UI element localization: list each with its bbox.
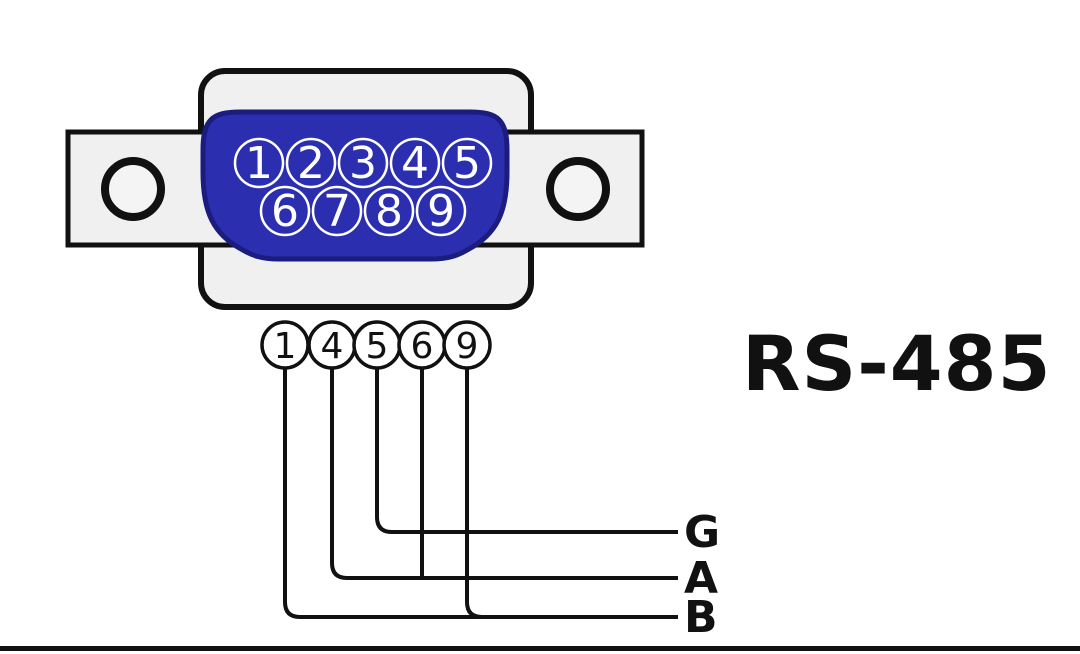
breakout-pin-number: 5 <box>366 326 389 367</box>
face-pin-number: 3 <box>349 138 377 189</box>
face-pin <box>337 137 389 189</box>
face-pin-number: 5 <box>453 138 481 189</box>
wire-pin9-to-B <box>465 368 483 619</box>
signal-label-b: B <box>684 592 718 643</box>
bottom-rule <box>0 646 1080 651</box>
face-pin <box>285 137 337 189</box>
face-pin-row-top: 1 2 3 4 5 <box>233 137 493 189</box>
screw-hole-right <box>546 157 610 221</box>
signal-label-a: A <box>684 553 718 604</box>
breakout-pin-number: 9 <box>456 326 479 367</box>
breakout-pin <box>442 320 492 370</box>
face-pin-row-bottom: 6 7 8 9 <box>259 185 467 237</box>
face-pin-number: 6 <box>271 186 299 237</box>
face-pin-number: 8 <box>375 186 403 237</box>
face-pin-number: 2 <box>297 138 325 189</box>
face-pin <box>441 137 493 189</box>
wire-group <box>283 368 678 619</box>
breakout-pin-number: 1 <box>274 326 297 367</box>
face-pin <box>363 185 415 237</box>
face-pin <box>389 137 441 189</box>
face-pin-number: 9 <box>427 186 455 237</box>
screw-hole-left <box>101 157 165 221</box>
page-title: RS-485 <box>742 319 1051 408</box>
face-pin <box>233 137 285 189</box>
wire-pin5-to-G <box>375 368 678 534</box>
face-pin <box>259 185 311 237</box>
face-pin-number: 4 <box>401 138 429 189</box>
wire-pin4-to-A <box>330 368 678 580</box>
face-pin-number: 1 <box>245 138 273 189</box>
signal-label-g: G <box>684 507 720 558</box>
breakout-pin-number: 4 <box>321 326 344 367</box>
breakout-pin-number: 6 <box>411 326 434 367</box>
face-pin <box>311 185 363 237</box>
face-pin <box>415 185 467 237</box>
face-pin-number: 7 <box>323 186 351 237</box>
wire-pin1-to-B <box>283 368 678 619</box>
breakout-pin-row: 1 4 5 6 9 <box>260 320 492 370</box>
